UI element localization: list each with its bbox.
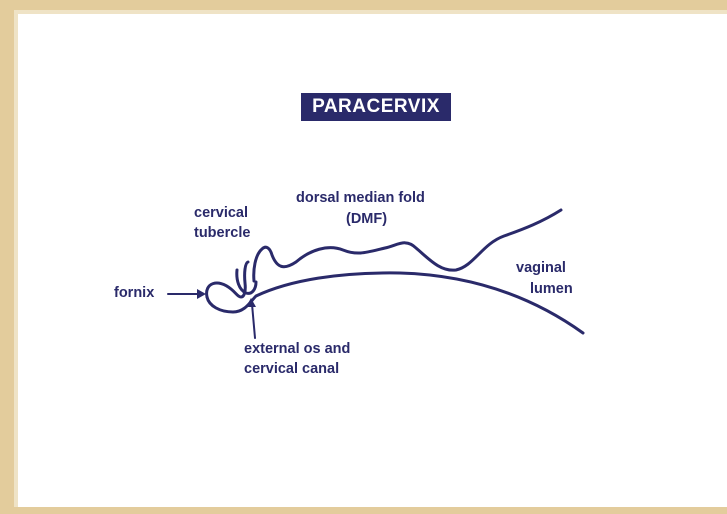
label-cervical-tubercle-line2: tubercle (194, 225, 250, 242)
label-cervical-tubercle-line1: cervical (194, 205, 248, 222)
lower-wall-curve (207, 273, 583, 333)
label-dmf-line1: dorsal median fold (296, 190, 425, 207)
label-fornix: fornix (114, 285, 154, 302)
fornix-arrowhead (197, 289, 206, 299)
label-external-os-line1: external os and (244, 341, 350, 358)
external-os-pointer-line (252, 304, 255, 338)
label-vaginal-lumen-line1: vaginal (516, 260, 566, 277)
label-external-os-line2: cervical canal (244, 361, 339, 378)
label-dmf-line2: (DMF) (346, 211, 387, 228)
label-vaginal-lumen-line2: lumen (530, 281, 573, 298)
